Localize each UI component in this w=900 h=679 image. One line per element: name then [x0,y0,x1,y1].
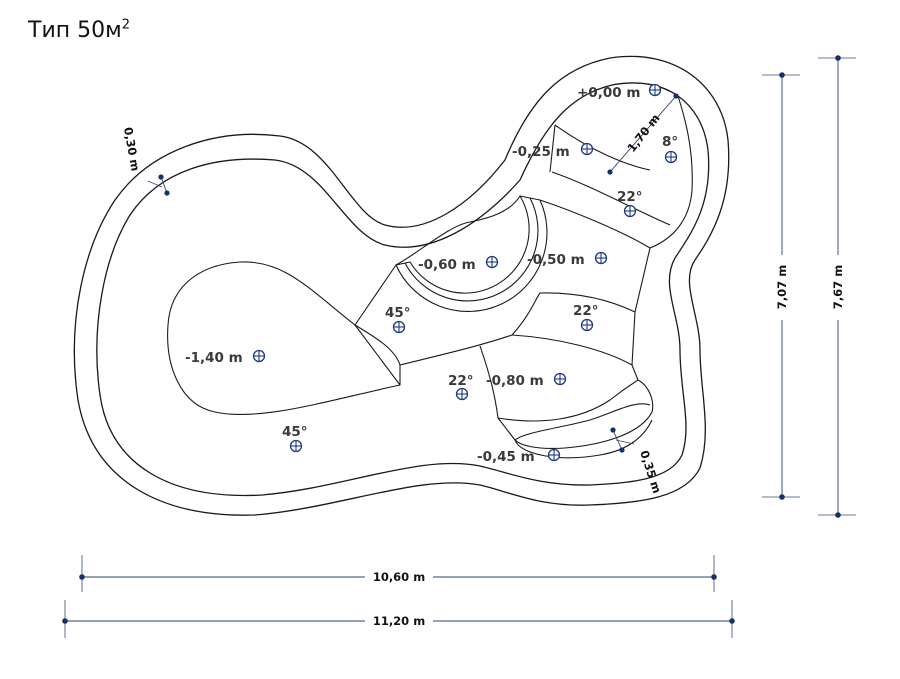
dim-1120-dot-right [729,618,735,624]
bottom-bench-inner [514,403,651,441]
angle-marker-45-floor [289,439,303,453]
angle-label-22-bottom: 22° [448,373,474,389]
dim-707-dot-bottom [779,494,785,500]
step-width-dot-1 [607,169,613,175]
angle-marker-8 [664,150,678,164]
step-width-dim-line [609,95,677,173]
level-marker-000 [648,83,662,97]
level-label-060: -0,60 m [418,257,476,273]
bench-line-3 [511,334,633,366]
dim-1120-label: 11,20 m [373,614,425,628]
wall-bottom-tick [615,439,635,445]
angle-marker-22-mid [580,318,594,332]
level-label-140: -1,40 m [185,350,243,366]
bench-line-2 [479,345,499,419]
dim-767-label: 7,67 m [831,265,845,309]
wall-bottom-label: 0,35 m [637,449,664,496]
angle-label-45-floor: 45° [282,424,308,440]
pool-inner-outline [96,82,710,497]
title-text: Тип 50м [28,18,122,43]
angle-label-8: 8° [662,134,678,150]
level-label-025: -0,25 m [512,144,570,160]
wall-left-dot-1 [158,174,164,180]
dim-1060-label: 10,60 m [373,570,425,584]
level-marker-025 [580,142,594,156]
level-label-045: -0,45 m [477,449,535,465]
wall-left-dim-line [160,176,168,194]
right-zone-line-2 [631,311,636,366]
dim-767-dot-bottom [835,512,841,518]
wall-left-label: 0,30 m [121,126,142,172]
dim-707-dot-top [779,72,785,78]
dim-1120-dot-left [62,618,68,624]
level-marker-050 [594,251,608,265]
bottom-bench-lower [514,419,653,459]
top-step-curve [649,95,693,249]
dim-1060-dot-left [79,574,85,580]
angle-marker-22-top [623,204,637,218]
dim-767-dot-top [835,55,841,61]
steps-line-a [551,171,671,226]
level-marker-045 [547,448,561,462]
step-width-label: 1,70 m [624,111,662,155]
wall-bottom-dot-1 [610,427,616,433]
level-marker-080 [553,372,567,386]
level-marker-060 [485,255,499,269]
steps-top-line [539,199,651,313]
level-label-050: -0,50 m [527,252,585,268]
wall-left-dot-2 [164,190,170,196]
step-width-dot-2 [673,93,679,99]
dim-1060-dot-right [711,574,717,580]
angle-label-45-shelf: 45° [385,305,411,321]
page-title: Тип 50м2 [28,18,130,43]
seat-niche-inner [404,197,539,302]
shelf-lower-line [354,324,401,385]
dim-707-label: 7,07 m [775,265,789,309]
wall-left-tick [147,180,163,188]
angle-label-22-top: 22° [617,189,643,205]
shelf-zone-outline [354,195,521,326]
angle-label-22-mid: 22° [573,303,599,319]
title-superscript: 2 [121,17,130,33]
angle-marker-45-shelf [392,320,406,334]
wall-bottom-dot-2 [619,447,625,453]
seat-niche-outer [395,195,548,312]
angle-marker-22-bottom [455,387,469,401]
bottom-bench-outline [497,379,654,449]
steps-line-b [549,124,556,173]
level-marker-140 [252,349,266,363]
level-label-080: -0,80 m [486,373,544,389]
right-zone-line [631,364,639,381]
bench-line-1 [399,292,636,366]
level-label-000: +0,00 m [577,85,640,101]
deep-zone-outline [167,261,401,415]
pool-outer-outline [73,55,730,516]
steps-line-c [554,124,651,171]
